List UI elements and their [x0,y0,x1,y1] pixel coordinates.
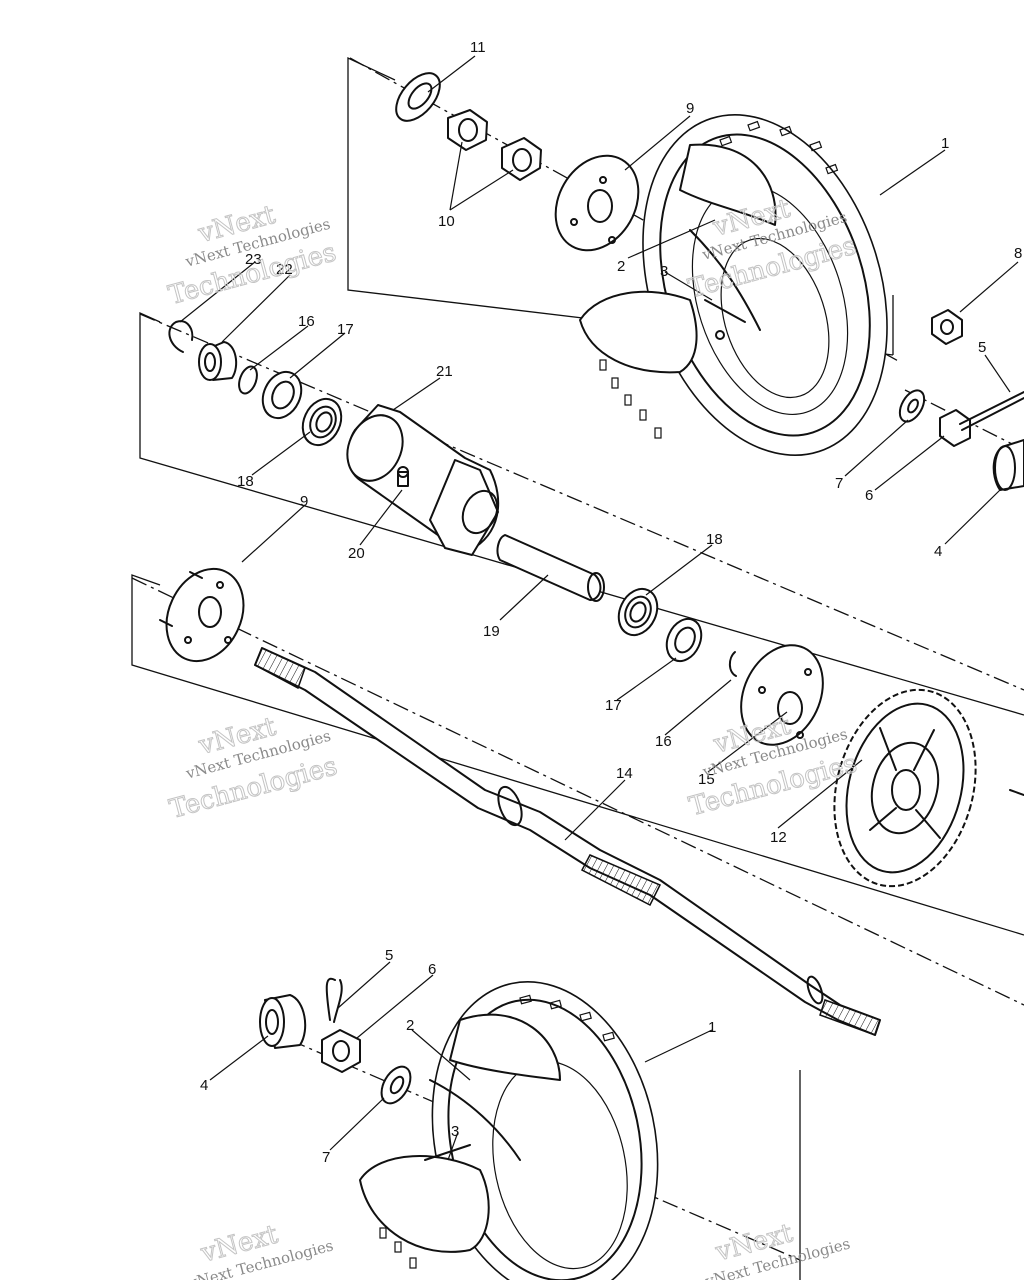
callout-11: 11 [470,39,486,56]
seal-17-left [261,370,303,420]
callout-4-bottom: 4 [200,1077,208,1094]
callout-9-mid: 9 [300,493,308,510]
axle-shaft-14 [254,646,881,1036]
bottom-wheel-assembly [259,977,659,1280]
collar-22 [198,341,238,381]
castle-nut-6-bottom [321,1029,361,1073]
callout-9-top: 9 [686,100,694,117]
sprocket-hub-15 [740,644,824,746]
hub-plate-9-top [554,154,640,252]
sprocket-12 [833,688,1024,888]
tire-1-bottom [359,981,659,1280]
castle-nut-6-top [939,391,1024,447]
watermark-mid-right: vNext vNext Technologies Technologies [686,710,861,823]
seal-17-mid [665,617,703,663]
washer-7-bottom [380,1065,412,1105]
callout-23: 23 [245,251,262,268]
bearing-housing-21 [346,404,500,556]
callout-21: 21 [436,363,453,380]
callout-20: 20 [348,545,365,562]
callout-2-bottom: 2 [406,1017,414,1034]
hub-plate-9-mid [159,567,245,663]
bearing-18-mid [617,587,659,637]
axle-assembly [159,567,881,1036]
callout-17-mid: 17 [605,697,622,714]
callout-3-bottom: 3 [451,1123,459,1140]
spacer-4-bottom [259,994,307,1049]
callout-5-right: 5 [978,339,986,356]
snap-ring-23 [168,320,194,353]
tire-1-top [579,114,888,456]
bearing-housing-assembly [168,320,1024,888]
spacer-4-top [992,439,1024,491]
o-ring-16-mid [728,651,737,677]
watermark-bottom-left: vNext vNext Technologies [186,1219,336,1280]
callout-19: 19 [483,623,500,640]
callout-15: 15 [698,771,715,788]
callout-16-left: 16 [298,313,315,330]
callout-1-top: 1 [941,135,949,152]
callout-5-bottom: 5 [385,947,393,964]
washer-11 [395,72,441,122]
nut-8 [931,309,963,345]
callout-12: 12 [770,829,787,846]
callout-1-bottom: 1 [708,1019,716,1036]
callout-8: 8 [1014,245,1022,262]
bearing-18-left [301,397,343,447]
callout-16-mid: 16 [655,733,672,750]
cotter-pin-5-bottom [325,977,343,1023]
callout-6-right: 6 [865,487,873,504]
callout-7-bottom: 7 [322,1149,330,1166]
callout-10: 10 [438,213,455,230]
callout-22: 22 [276,261,293,278]
callout-4-right: 4 [934,543,942,560]
callout-7-right: 7 [835,475,843,492]
callout-18-mid: 18 [706,531,723,548]
callout-6-bottom: 6 [428,961,436,978]
watermark-top-left: vNext vNext Technologies Technologies [165,199,340,311]
callout-17-left: 17 [337,321,354,338]
callout-18-left: 18 [237,473,254,490]
sleeve-19 [496,534,605,602]
top-wheel-assembly [395,72,1024,491]
watermark-mid-left: vNext vNext Technologies Technologies [166,711,341,825]
o-ring-16-left [238,365,258,395]
washer-7-top [898,389,926,423]
callout-labels: 11 9 1 10 2 3 8 5 7 6 4 23 22 16 17 21 1… [200,39,1022,1166]
callout-3-top: 3 [660,263,668,280]
callout-14: 14 [616,765,633,782]
nut-10b [501,137,542,181]
leader-lines [179,55,1019,1161]
callout-2-top: 2 [617,258,625,275]
nut-10a [447,109,488,151]
watermark-bottom-right: vNext vNext Technologies [702,1218,852,1280]
